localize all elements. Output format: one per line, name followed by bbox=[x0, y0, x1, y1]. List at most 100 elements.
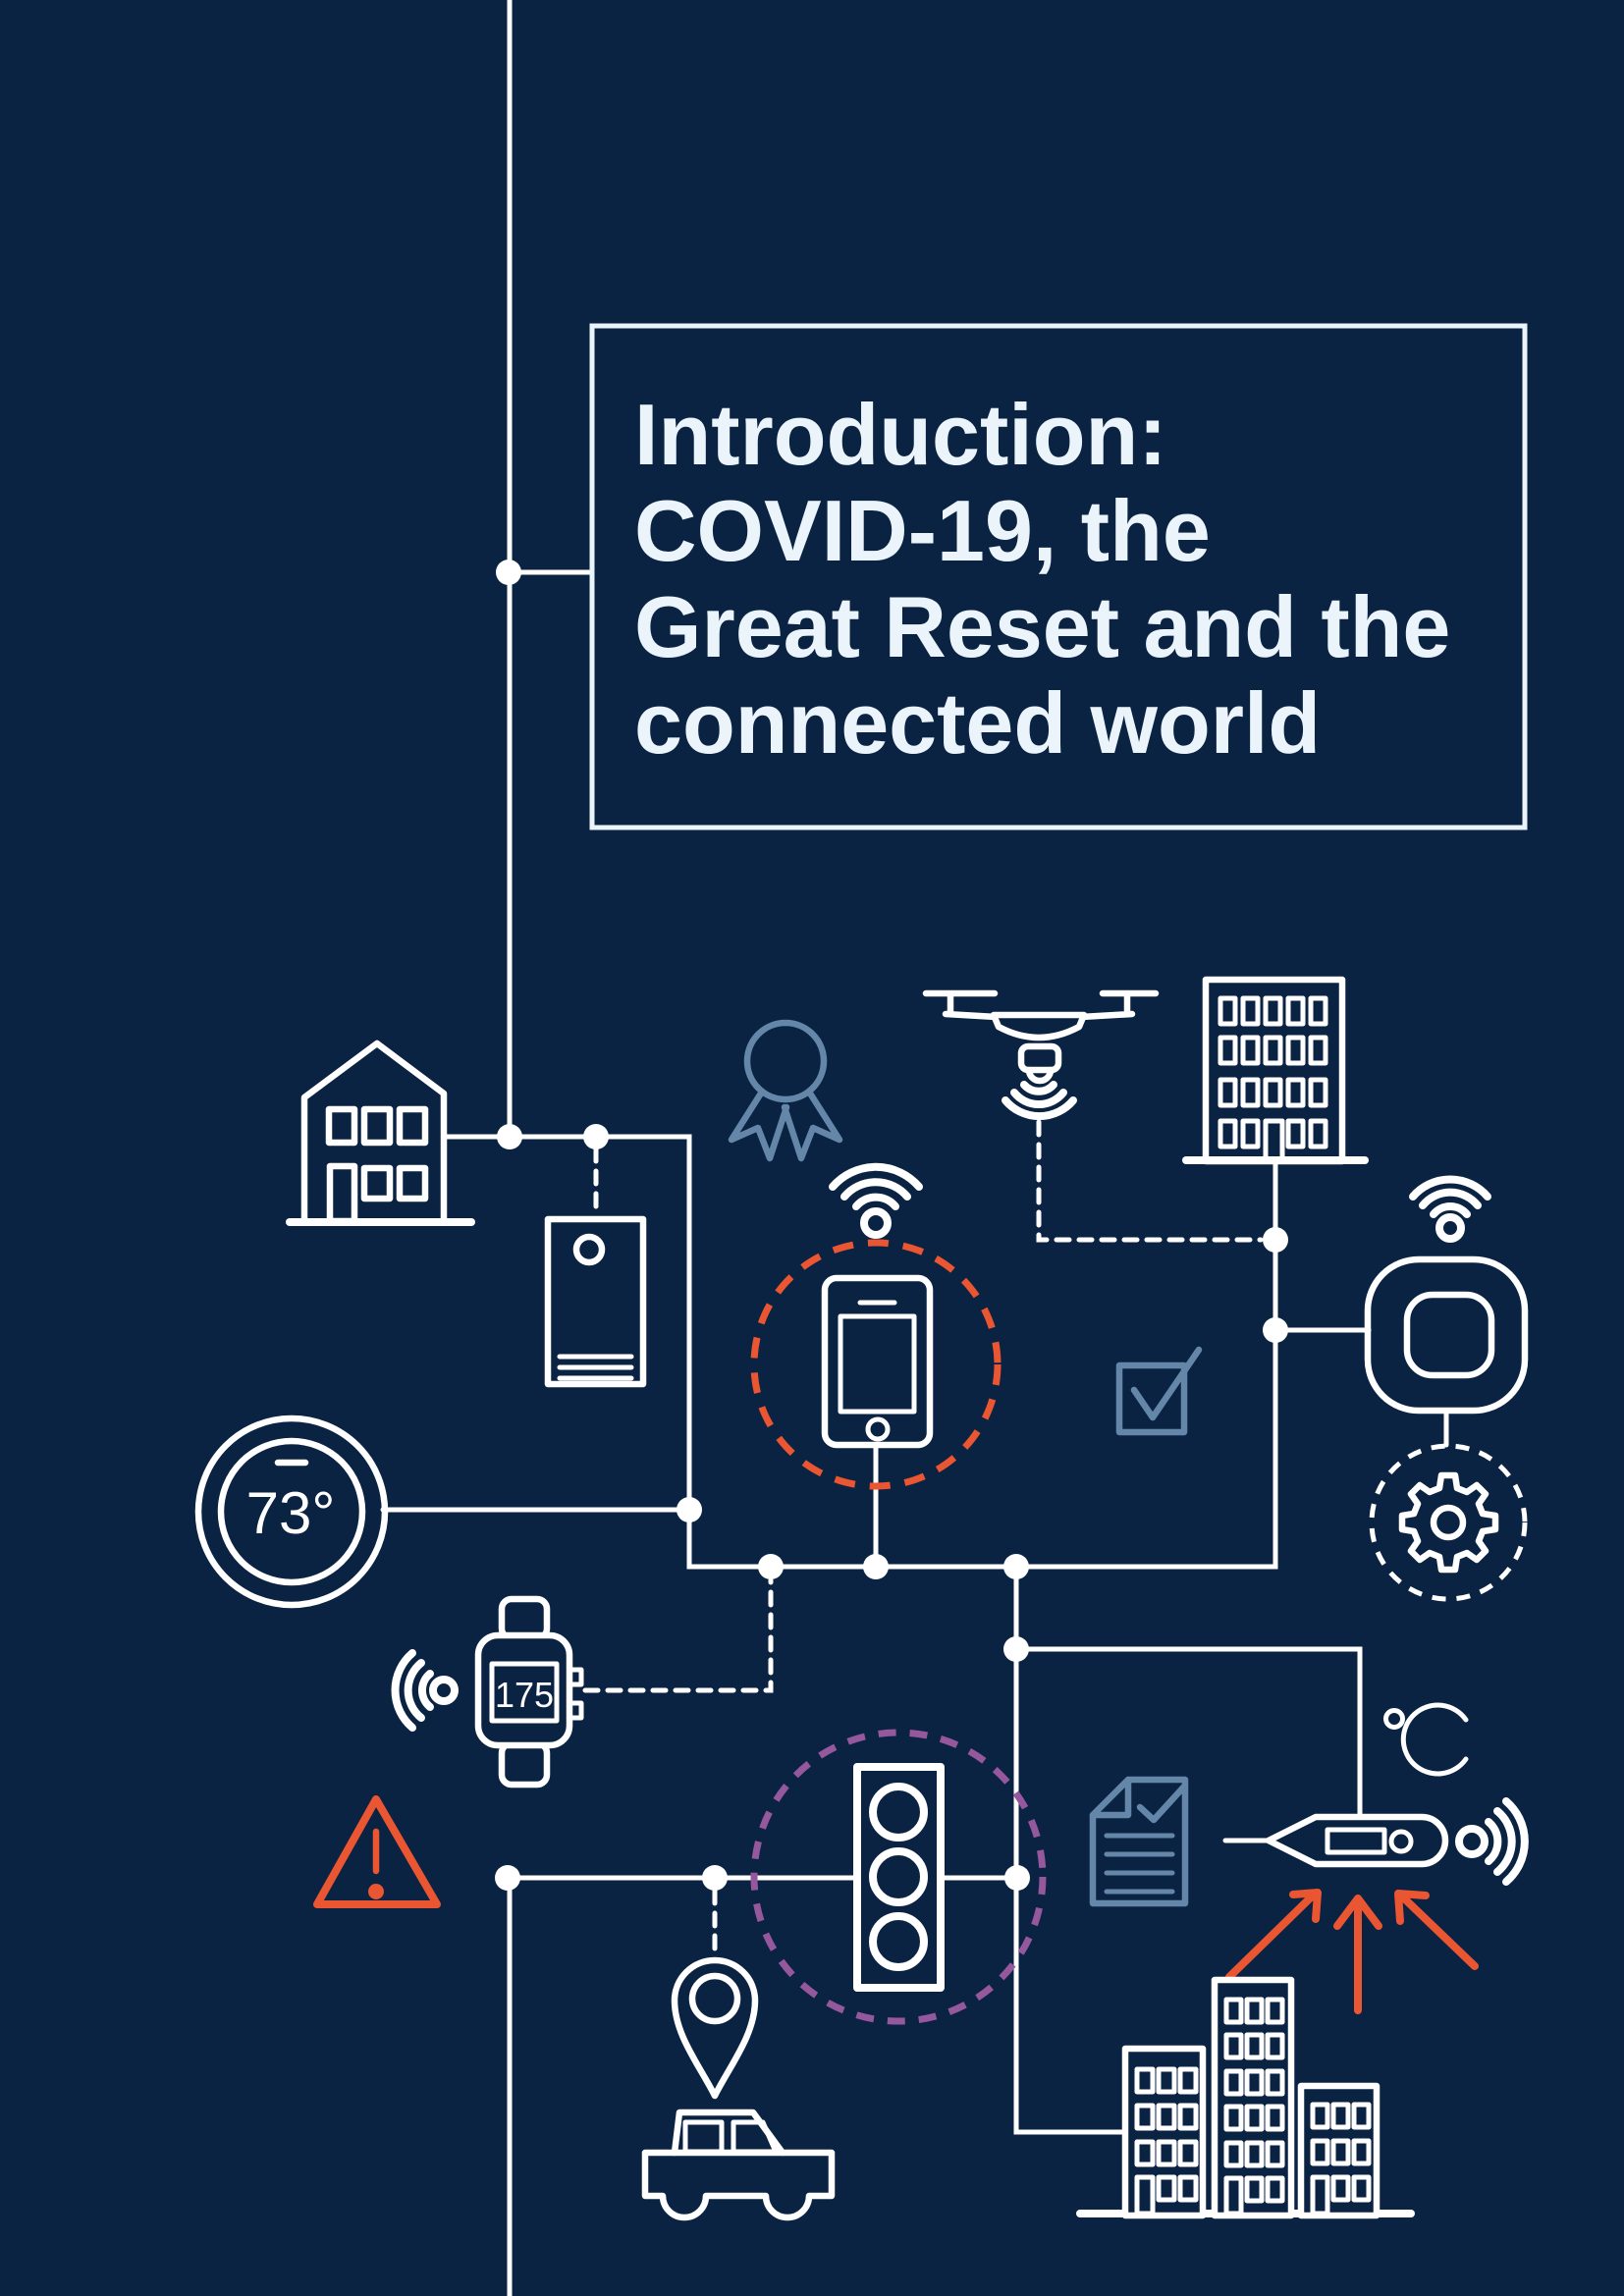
house-icon bbox=[286, 1040, 475, 1226]
traffic-light-lamp bbox=[869, 1847, 928, 1906]
tag-body bbox=[544, 1215, 647, 1388]
drone-prop-left bbox=[922, 989, 1001, 1021]
ribbon-medal bbox=[743, 1019, 828, 1103]
traffic-highlight-ring bbox=[750, 1729, 1047, 2025]
location-pin-icon bbox=[671, 1956, 759, 2100]
car-window-rear bbox=[682, 2119, 725, 2155]
smart-speaker-icon bbox=[1364, 1255, 1529, 1415]
price-tag-icon bbox=[544, 1215, 647, 1388]
watch-screen bbox=[489, 1661, 560, 1724]
house-door bbox=[326, 1162, 358, 1225]
drone-prop-right bbox=[1077, 989, 1160, 1021]
drone-signal-icon bbox=[1001, 1081, 1077, 1121]
node-dot bbox=[497, 1124, 522, 1149]
arrow-right bbox=[1394, 1890, 1479, 1970]
car-window-front bbox=[731, 2119, 779, 2155]
car-icon bbox=[641, 2109, 836, 2221]
thermometer-display bbox=[1325, 1827, 1387, 1855]
thermostat-temp-label: 73° bbox=[246, 1480, 336, 1546]
building-outline bbox=[1202, 976, 1346, 1165]
title-box-border bbox=[589, 323, 1528, 830]
thermostat-outer-ring bbox=[194, 1415, 389, 1609]
celsius-icon bbox=[1383, 1702, 1469, 1777]
smartphone-icon bbox=[750, 1162, 1001, 1490]
celsius-c bbox=[1400, 1702, 1469, 1777]
house-window bbox=[360, 1105, 394, 1147]
network-line-to-city bbox=[1013, 1564, 1128, 2135]
smartwatch-icon: 175 bbox=[391, 1595, 584, 1789]
node-dot bbox=[1263, 1227, 1288, 1253]
house-outline bbox=[300, 1040, 448, 1225]
drone-camera bbox=[1017, 1042, 1062, 1074]
car-body bbox=[641, 2149, 836, 2221]
page-title-line1: Introduction: bbox=[634, 386, 1167, 483]
document-check bbox=[1136, 1783, 1188, 1824]
speaker-face bbox=[1403, 1291, 1495, 1379]
phone-highlight-ring bbox=[750, 1239, 1001, 1490]
document-check-icon bbox=[1089, 1776, 1189, 1907]
warning-exclamation-dot bbox=[368, 1884, 384, 1899]
city-windows bbox=[1134, 1997, 1372, 2216]
wifi-dot bbox=[1435, 1213, 1465, 1243]
wifi-dot bbox=[1455, 1825, 1489, 1858]
watch-button bbox=[567, 1667, 584, 1687]
node-dot bbox=[583, 1124, 609, 1149]
traffic-light-lamp bbox=[869, 1783, 928, 1842]
page-title-line2: COVID-19, the bbox=[634, 482, 1211, 579]
node-dot bbox=[495, 1865, 520, 1891]
network-line-to-thermometer bbox=[1013, 1646, 1363, 1817]
city-door bbox=[1310, 2174, 1330, 2216]
watch-button bbox=[567, 1700, 584, 1721]
pin-center bbox=[688, 1972, 741, 2025]
node-dot bbox=[1263, 1317, 1288, 1343]
thermostat-dial bbox=[217, 1437, 366, 1586]
tag-stripes bbox=[557, 1354, 634, 1381]
document-fold bbox=[1089, 1776, 1132, 1819]
thermostat-icon: 73° bbox=[194, 1415, 389, 1609]
traffic-light-icon bbox=[750, 1729, 1047, 2025]
document-lines bbox=[1104, 1833, 1175, 1895]
dashed-line-drone bbox=[1036, 1119, 1264, 1243]
node-dot bbox=[758, 1554, 784, 1579]
wifi-waves bbox=[829, 1162, 923, 1210]
award-ribbon-icon bbox=[728, 1019, 843, 1162]
checkbox-box bbox=[1115, 1362, 1188, 1436]
city-buildings-icon bbox=[1076, 1976, 1415, 2219]
building-door bbox=[1263, 1118, 1285, 1164]
degree-circle bbox=[1383, 1708, 1405, 1730]
network-nodes bbox=[495, 560, 1288, 1891]
phone-body bbox=[821, 1274, 934, 1449]
warning-triangle-icon bbox=[313, 1795, 441, 1908]
wifi-icon bbox=[1455, 1797, 1529, 1886]
node-dot bbox=[702, 1865, 728, 1891]
wifi-waves bbox=[391, 1649, 434, 1732]
title-box: Introduction: COVID-19, the Great Reset … bbox=[589, 323, 1528, 830]
up-arrows-icon bbox=[1225, 1889, 1479, 2014]
node-dot bbox=[1003, 1636, 1029, 1662]
gear-icon bbox=[1369, 1443, 1528, 1602]
dashed-line-watch bbox=[582, 1577, 774, 1693]
drone-camera-lens bbox=[1025, 1066, 1055, 1085]
drone-icon bbox=[922, 989, 1160, 1121]
phone-screen bbox=[838, 1313, 917, 1415]
ribbon-tail-left bbox=[728, 1085, 790, 1162]
wifi-waves bbox=[1485, 1797, 1529, 1886]
node-dot bbox=[1004, 1865, 1030, 1891]
thermometer-icon bbox=[1265, 1813, 1449, 1868]
wifi-icon bbox=[829, 1162, 923, 1239]
watch-strap-bottom bbox=[498, 1739, 551, 1789]
gear-teeth bbox=[1398, 1471, 1499, 1574]
gear-dashed-ring bbox=[1369, 1443, 1528, 1602]
house-window bbox=[396, 1105, 429, 1147]
warning-outline bbox=[313, 1795, 441, 1908]
house-window bbox=[325, 1105, 358, 1147]
ribbon-tail-right bbox=[781, 1085, 843, 1162]
page-title-line4: connected world bbox=[634, 674, 1321, 772]
node-dot bbox=[863, 1554, 889, 1579]
traffic-light-lamp bbox=[869, 1912, 928, 1971]
node-dot bbox=[677, 1497, 702, 1522]
dashed-connectors bbox=[582, 1119, 1264, 1958]
tag-hole bbox=[572, 1233, 606, 1266]
watch-reading-label: 175 bbox=[495, 1675, 554, 1715]
